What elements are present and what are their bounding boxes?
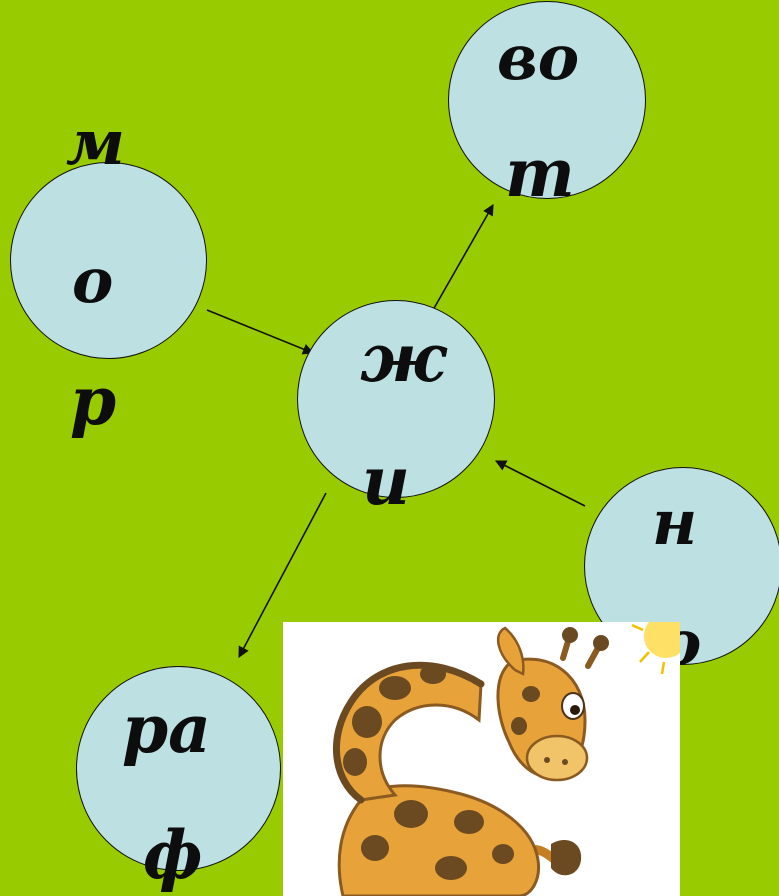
- node-zhi-letter-bottom: и: [362, 442, 410, 520]
- node-vot-letters-top: во: [497, 21, 580, 94]
- node-no-letter-top: н: [652, 486, 698, 559]
- node-mor-letter-1: м: [66, 106, 125, 179]
- giraffe-picture: [283, 622, 680, 896]
- arrow-mor-to-zhi: [206, 309, 315, 355]
- giraffe-illustration-icon: [333, 622, 680, 896]
- node-vot: [448, 1, 646, 199]
- node-vot-letter-bottom: т: [505, 134, 575, 212]
- node-zhi-letter-top: ж: [360, 319, 447, 397]
- arrow-zhi-to-vot: [432, 204, 494, 311]
- node-mor-letter-2: о: [72, 244, 114, 317]
- node-raf-letters-top: ра: [122, 690, 211, 768]
- node-mor-letter-3: р: [70, 362, 117, 440]
- arrow-zhi-to-raf: [238, 492, 327, 658]
- node-zhi: [297, 300, 495, 498]
- arrow-no-to-zhi: [495, 460, 586, 507]
- node-mor: [10, 162, 207, 359]
- node-raf: [76, 666, 281, 871]
- node-raf-letter-bottom: ф: [143, 816, 203, 894]
